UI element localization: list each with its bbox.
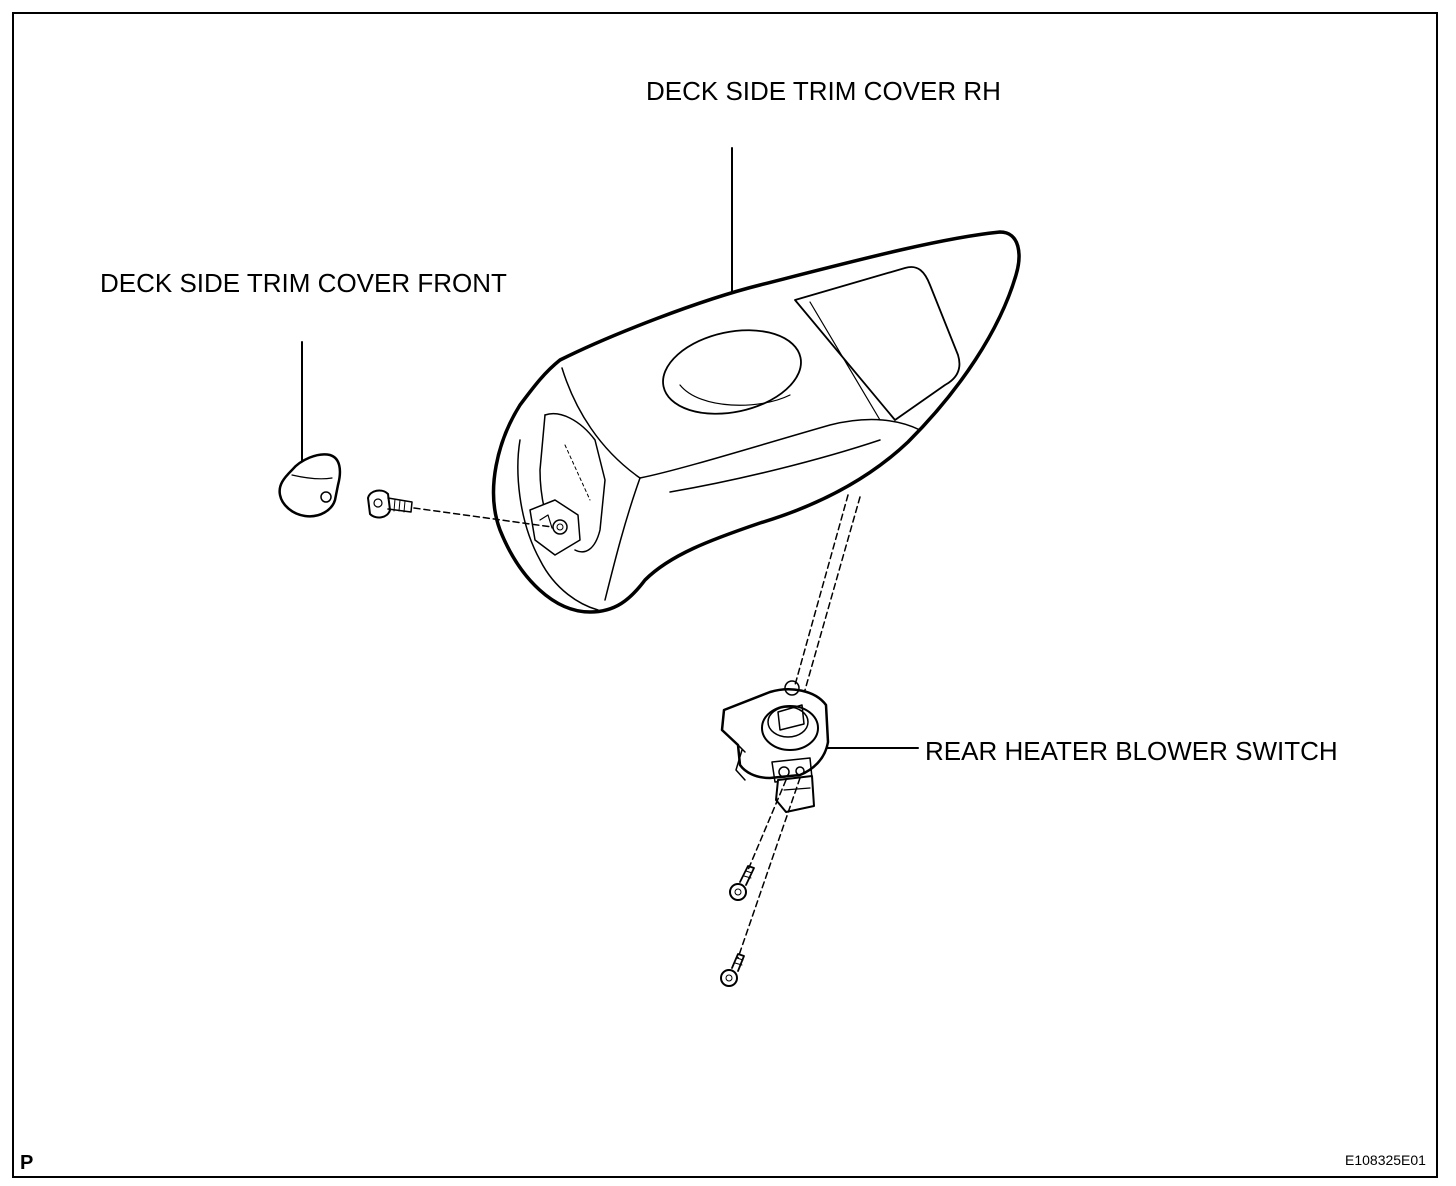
figure-id: E108325E01	[1345, 1152, 1426, 1168]
label-deck-side-trim-cover-rh: DECK SIDE TRIM COVER RH	[646, 76, 1001, 106]
deck-side-trim-cover-rh	[491, 230, 1021, 614]
corner-mark: P	[20, 1152, 34, 1174]
assembly-line-bolt	[413, 507, 553, 528]
assembly-line-screw-1	[747, 779, 787, 871]
deck-side-trim-cover-front	[278, 453, 342, 518]
screw-lower	[720, 953, 745, 987]
label-deck-side-trim-cover-front: DECK SIDE TRIM COVER FRONT	[100, 268, 507, 298]
rear-heater-blower-switch	[720, 680, 830, 813]
assembly-line-screw-2	[737, 777, 801, 959]
assembly-line-switch-1	[794, 494, 849, 686]
bolt-front-cover	[367, 489, 413, 519]
label-rear-heater-blower-switch: REAR HEATER BLOWER SWITCH	[925, 736, 1338, 766]
screw-upper	[729, 865, 755, 901]
assembly-line-switch-2	[804, 496, 861, 691]
